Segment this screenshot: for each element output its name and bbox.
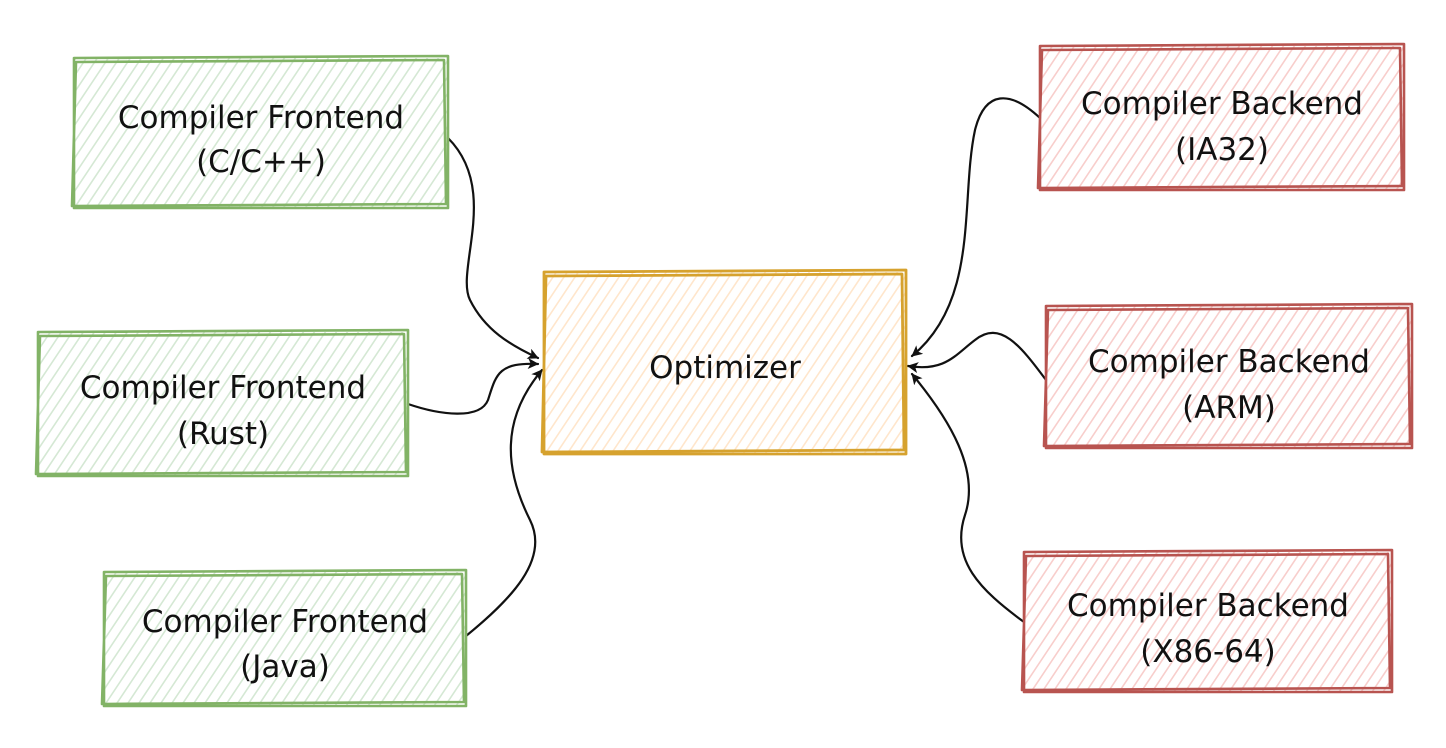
- edge-backend-ia32-to-optimizer: [910, 97, 1042, 358]
- hatch-lines: [544, 272, 906, 454]
- frontend-title: Compiler Frontend: [118, 100, 404, 136]
- hatch-lines: [74, 58, 448, 208]
- backend-target: (X86-64): [1140, 634, 1276, 670]
- backend-box-x86-64: Compiler Backend (X86-64): [1020, 548, 1394, 694]
- box-outline: [70, 54, 450, 210]
- backend-target: (ARM): [1182, 390, 1276, 426]
- backend-target: (IA32): [1175, 132, 1269, 168]
- hatch-lines: [1024, 552, 1392, 692]
- frontend-language: (Java): [240, 649, 330, 685]
- backend-box-ia32: Compiler Backend (IA32): [1036, 42, 1406, 192]
- frontend-title: Compiler Frontend: [142, 604, 428, 640]
- hatch-fill: [104, 572, 466, 706]
- backend-title: Compiler Backend: [1067, 588, 1349, 624]
- frontend-box-java: Compiler Frontend (Java): [100, 568, 468, 708]
- box-outline: [540, 268, 908, 456]
- hatch-fill: [544, 272, 906, 454]
- hatch-fill: [74, 58, 448, 208]
- hatch-lines: [1046, 306, 1412, 448]
- frontend-box-cpp: Compiler Frontend (C/C++): [70, 54, 450, 210]
- edge-frontend-rust-to-optimizer: [406, 358, 540, 415]
- box-outline: [1020, 548, 1394, 694]
- box-outline: [1036, 42, 1406, 192]
- hatch-fill: [1024, 552, 1392, 692]
- backend-title: Compiler Backend: [1081, 86, 1363, 122]
- frontend-language: (Rust): [177, 416, 269, 452]
- hatch-fill: [38, 332, 408, 476]
- backend-title: Compiler Backend: [1088, 344, 1370, 380]
- hatch-lines: [104, 572, 466, 706]
- optimizer-box: Optimizer: [540, 268, 908, 456]
- hatch-lines: [1040, 46, 1404, 190]
- frontend-title: Compiler Frontend: [80, 370, 366, 406]
- edge-frontend-cpp-to-optimizer: [446, 136, 540, 360]
- edge-backend-x8664-to-optimizer: [910, 372, 1026, 624]
- optimizer-label: Optimizer: [649, 350, 801, 386]
- box-outline: [1042, 302, 1414, 450]
- box-outline: [100, 568, 468, 708]
- edge-frontend-java-to-optimizer: [464, 368, 544, 638]
- backend-box-arm: Compiler Backend (ARM): [1042, 302, 1414, 450]
- frontend-language: (C/C++): [196, 144, 326, 180]
- hatch-fill: [1040, 46, 1404, 190]
- hatch-lines: [38, 332, 408, 476]
- edges: [406, 97, 1048, 638]
- hatch-fill: [1046, 306, 1412, 448]
- edge-backend-arm-to-optimizer: [906, 331, 1048, 382]
- box-outline: [34, 328, 410, 478]
- frontend-box-rust: Compiler Frontend (Rust): [34, 328, 410, 478]
